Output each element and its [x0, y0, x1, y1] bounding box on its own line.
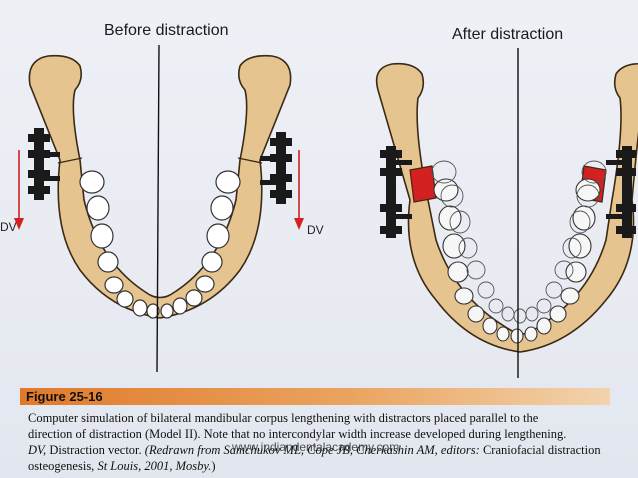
caption-close-paren: )	[211, 459, 216, 473]
mandible-after-bone	[375, 62, 638, 353]
figure-label: Figure 25-16	[26, 389, 103, 404]
caption-line-3: DV, Distraction vector. (Redrawn from Sa…	[28, 442, 628, 458]
caption-dv-definition: Distraction vector.	[46, 443, 145, 457]
mandible-after	[375, 62, 638, 353]
figure-caption: Computer simulation of bilateral mandibu…	[28, 410, 628, 474]
caption-book-title-a: Craniofacial distraction	[479, 443, 601, 457]
distractor-after-right	[606, 146, 636, 238]
dv-arrow-right	[294, 150, 304, 230]
caption-line-4: osteogenesis, St Louis, 2001, Mosby.)	[28, 458, 628, 474]
mandible-illustration	[14, 44, 638, 378]
panel-title-after: After distraction	[452, 26, 564, 43]
caption-citation: (Redrawn from Samchukov ML, Cope JB, Che…	[144, 443, 480, 457]
dv-label-left: DV	[0, 220, 17, 234]
osteotomy-gap-left	[409, 165, 437, 203]
dv-arrow-left	[14, 150, 24, 230]
distractor-after-left	[380, 146, 412, 238]
teeth-after-ghost	[431, 160, 607, 324]
caption-dv-abbrev: DV,	[28, 443, 47, 457]
caption-publisher: St Louis, 2001, Mosby.	[97, 459, 212, 473]
caption-book-title-b: osteogenesis,	[28, 459, 98, 473]
dv-label-right: DV	[307, 223, 324, 237]
midline-before	[156, 44, 160, 373]
distractor-before-right	[260, 132, 292, 204]
watermark: www.indiandentalacademy.com	[232, 440, 400, 454]
caption-line-1: Computer simulation of bilateral mandibu…	[28, 411, 539, 425]
figure-label-banner	[20, 388, 610, 405]
mandible-before-bone	[28, 54, 292, 319]
caption-line-2: direction of distraction (Model II). Not…	[28, 427, 567, 441]
mandible-before	[28, 54, 292, 319]
panel-title-before: Before distraction	[104, 22, 229, 39]
distractor-before-left	[28, 128, 60, 200]
teeth-before	[79, 170, 241, 319]
